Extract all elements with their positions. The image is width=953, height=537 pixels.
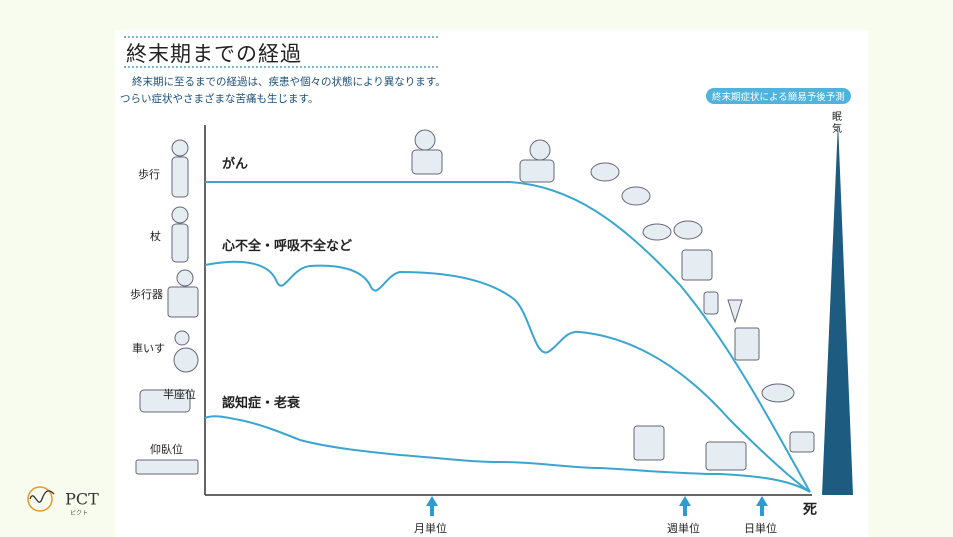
y-level-wheelchair: 車いす [132, 342, 165, 355]
subtitle-line-1: 終末期に至るまでの経過は、疾患や個々の状態により異なります。 [132, 76, 446, 88]
x-marker-week: 週単位 [667, 522, 700, 535]
popsicle-icon [703, 291, 719, 315]
cane-person-icon [171, 206, 189, 224]
y-level-walker: 歩行器 [130, 288, 163, 301]
y-level-cane: 杖 [150, 230, 161, 243]
pudding-icon [642, 223, 672, 241]
eating-person-icon [414, 129, 436, 151]
page-title: 終末期までの経過 [126, 42, 302, 66]
arrow-month [426, 496, 438, 516]
curve-heart-failure [204, 260, 811, 493]
jelly-icon [673, 220, 703, 240]
sleepiness-label: 眠気 [832, 112, 842, 135]
noodle-bowl-icon [621, 186, 651, 206]
walking-person-icon [171, 139, 189, 157]
logo-text: PCT [65, 489, 99, 509]
subtitle-line-2: つらい症状やさまざまな苦痛も生じます。 [120, 93, 319, 105]
bowl-icon [590, 162, 620, 182]
diaper-icon [705, 441, 747, 471]
death-label: 死 [803, 502, 817, 518]
shaved-ice-icon [761, 383, 795, 403]
curve-cancer [205, 181, 811, 493]
elderly-eating-icon [529, 139, 551, 161]
ice-cubes-icon [789, 431, 815, 453]
water-glass-icon [734, 327, 760, 361]
sleepiness-triangle [822, 122, 853, 495]
curve-label-dementia: 認知症・老衰 [222, 396, 301, 411]
x-marker-month: 月単位 [414, 522, 447, 535]
title-divider-bottom [124, 66, 438, 68]
pct-logo-icon [27, 486, 55, 512]
bed-icon [135, 459, 199, 475]
pct-logo: PCT ピクト [24, 484, 99, 517]
walker-person-icon [176, 269, 194, 287]
title-divider-top [124, 36, 438, 38]
arrow-week [679, 496, 691, 516]
curve-dementia [204, 415, 811, 493]
illustrations [135, 129, 815, 475]
arrow-day [756, 496, 768, 516]
y-level-walking: 歩行 [138, 168, 160, 181]
curve-label-heart-failure: 心不全・呼吸不全など [222, 239, 353, 254]
x-arrows [426, 496, 768, 516]
wheelchair-icon [174, 330, 190, 346]
y-level-semi-sitting: 半座位 [163, 388, 196, 401]
logo-subtext: ピクト [70, 510, 89, 517]
jelly-drink-icon [681, 249, 713, 281]
y-level-supine: 仰臥位 [150, 443, 183, 456]
x-marker-day: 日単位 [744, 522, 777, 535]
semi-reclined-icon [139, 389, 191, 413]
prognosis-badge: 終末期症状による簡易予後予測 [706, 88, 851, 104]
curve-label-cancer: がん [222, 157, 249, 172]
portable-toilet-icon [633, 425, 665, 461]
ice-cream-icon [727, 299, 743, 324]
